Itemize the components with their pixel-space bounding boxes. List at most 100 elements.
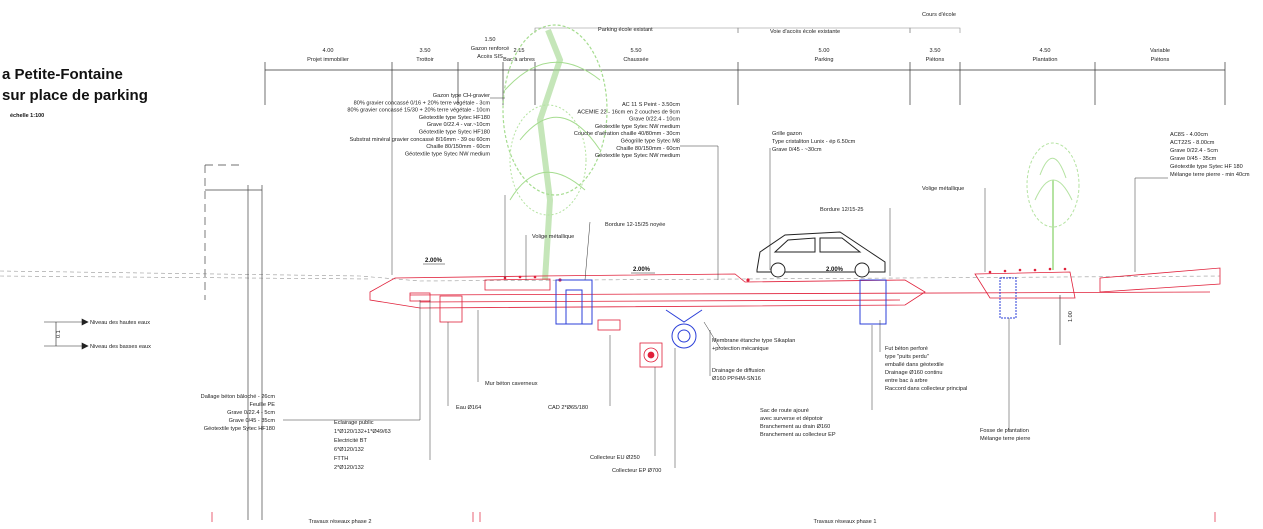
note-grille-line: Grave 0/45 - ~30cm (772, 147, 822, 153)
label-sac-line: avec surverse et dépotoir (760, 416, 823, 422)
title-line1: a Petite-Fontaine (2, 66, 123, 83)
label-bordure-left: Bordure 12-15/25 noyée (605, 222, 665, 228)
note-gazon-line: Chaille 80/150mm - 60cm (426, 144, 490, 150)
dimension-value: 2.15 (514, 48, 525, 54)
drainage-elements (555, 277, 1017, 349)
label-eclairage-line: 2*Ø120/132 (334, 465, 364, 471)
dimension-label: Bac à arbres (503, 57, 535, 63)
dimension-label: Piétons (926, 57, 945, 63)
note-gazon-line: Géotextile type Sytec HF180 (419, 130, 490, 136)
label-dallage-line: Grave 0/45 - 35cm (229, 418, 276, 424)
note-right-line: Mélange terre pierre - min 40cm (1170, 172, 1250, 178)
label-dallage-line: Géotextile type Sytec HF180 (204, 426, 275, 432)
label-cad: CAD 2*Ø65/180 (548, 405, 588, 411)
note-right-line: AC8S - 4.00cm (1170, 132, 1208, 138)
label-fut-line: entre bac à arbre (885, 378, 928, 384)
label-dallage-line: Feuille PE (250, 402, 276, 408)
label-eclairage-line: 1*Ø120/132+1*Ø49/63 (334, 429, 391, 435)
label-volige-right: Volige métallique (922, 186, 964, 192)
phase-brackets (211, 512, 1216, 522)
note-chaussee-line: Couche d'aération chaille 40/80mm - 30cm (574, 131, 681, 137)
note-grille-line: Type cristaliton Lunix - ép 6.50cm (772, 139, 856, 145)
label-sac-line: Sac de route ajouré (760, 408, 809, 414)
title-line2: sur place de parking (2, 87, 148, 104)
building-outline (204, 164, 263, 520)
label-dallage-line: Grave 0/22.4 - 5cm (227, 410, 275, 416)
dimension-value: 4.50 (1040, 48, 1051, 54)
terrain-lines (0, 270, 1221, 282)
note-chaussee-line: Géotextile type Sytec NW medium (595, 153, 681, 159)
slope-left: 2.00% (425, 258, 443, 264)
label-volige-left: Volige métallique (532, 234, 574, 240)
red-dots (503, 267, 1067, 282)
dimension-line (264, 62, 1226, 105)
label-fut-line: emballé dans géotextile (885, 362, 944, 368)
label-fut-line: Raccord dans collecteur principal (885, 386, 967, 392)
tree-right (1026, 142, 1080, 270)
dimension-value: 1.50 (485, 37, 496, 43)
note-grille-line: Grille gazon (772, 131, 802, 137)
dimension-value: Variable (1150, 48, 1170, 54)
dimension-label: Chaussée (623, 57, 648, 63)
label-drainage-line: Ø160 PP/HM-SN16 (712, 376, 761, 382)
label-drainage-line: Drainage de diffusion (712, 368, 765, 374)
label-basses-eaux: Niveau des basses eaux (90, 344, 151, 350)
dimension-label: Parking (815, 57, 834, 63)
dim-left: 0.1 (56, 330, 62, 338)
dim-right: 1.00 (1068, 311, 1074, 322)
note-right-line: ACT22S - 8.00cm (1170, 140, 1215, 146)
note-right-line: Grave 0/45 - 35cm (1170, 156, 1217, 162)
note-gazon-line: 80% gravier concassé 0/16 + 20% terre vé… (354, 100, 491, 106)
roadway-structure (369, 267, 1221, 368)
dimension-label: Accès SIS (477, 54, 503, 60)
label-fut-line: Fut béton perforé (885, 346, 928, 352)
label-eclairage-line: Eclairage public (334, 420, 374, 426)
dimension-label: Plantation (1033, 57, 1058, 63)
note-right-line: Géotextile type Sytec HF 180 (1170, 164, 1243, 170)
note-gazon-line: 80% gravier concassé 15/30 + 20% terre v… (347, 108, 490, 114)
note-gazon-line: Substrat minéral gravier concassé 8/16mm… (349, 137, 490, 143)
label-eclairage-line: FTTH (334, 456, 348, 462)
header-road-existing: Voie d'accès école existante (770, 29, 840, 35)
note-gazon-line: Gazon type CH-gravier (433, 93, 490, 99)
leader-lines (283, 97, 1168, 468)
slope-right: 2.00% (826, 267, 844, 273)
note-right-line: Grave 0/22.4 - 5cm (1170, 148, 1218, 154)
label-collecteur-ep: Collecteur EP Ø700 (612, 468, 661, 474)
label-dallage-line: Dallage béton bâloché - 26cm (201, 394, 276, 400)
dimension-label: Gazon renforcé (471, 46, 510, 52)
slope-mid: 2.00% (633, 267, 651, 273)
label-bordure-right: Bordure 12/15-25 (820, 207, 864, 213)
label-mur: Mur béton caverneux (485, 381, 538, 387)
label-fut-line: type "puits perdu" (885, 354, 929, 360)
label-fut-line: Drainage Ø160 continu (885, 370, 943, 376)
note-gazon-line: Grave 0/22.4 - var.~10cm (427, 122, 491, 128)
note-chaussee-line: Chaille 80/150mm - 60cm (616, 146, 680, 152)
label-phase2: Travaux réseaux phase 2 (309, 519, 372, 525)
label-eclairage-line: Electricité BT (334, 438, 368, 444)
label-collecteur-eu: Collecteur EU Ø250 (590, 455, 640, 461)
label-phase1: Travaux réseaux phase 1 (814, 519, 877, 525)
top-header (534, 27, 961, 33)
header-courtyard: Cours d'école (922, 12, 956, 18)
note-gazon-line: Géotextile type Sytec HF180 (419, 115, 490, 121)
label-eau: Eau Ø164 (456, 405, 481, 411)
label-fosse-line: Fosse de plantation (980, 428, 1029, 434)
label-eclairage-line: 6*Ø120/132 (334, 447, 364, 453)
dimension-value: 4.00 (323, 48, 334, 54)
note-chaussee-line: Grave 0/22.4 - 10cm (629, 117, 680, 123)
note-chaussee-line: ACEMIE 22 - 16cm en 2 couches de 9cm (577, 109, 680, 115)
dimension-value: 3.50 (420, 48, 431, 54)
water-levels (44, 318, 89, 350)
dimension-label: Projet immobilier (307, 57, 349, 63)
note-chaussee-line: Géogrille type Sytec M8 (621, 139, 680, 145)
label-sac-line: Branchement au drain Ø160 (760, 424, 830, 430)
label-hautes-eaux: Niveau des hautes eaux (90, 320, 150, 326)
header-parking-existing: Parking école existant (598, 27, 653, 33)
scale-note: échelle 1:100 (10, 113, 44, 119)
dimension-label: Trottoir (416, 57, 434, 63)
tree-left (502, 24, 608, 281)
